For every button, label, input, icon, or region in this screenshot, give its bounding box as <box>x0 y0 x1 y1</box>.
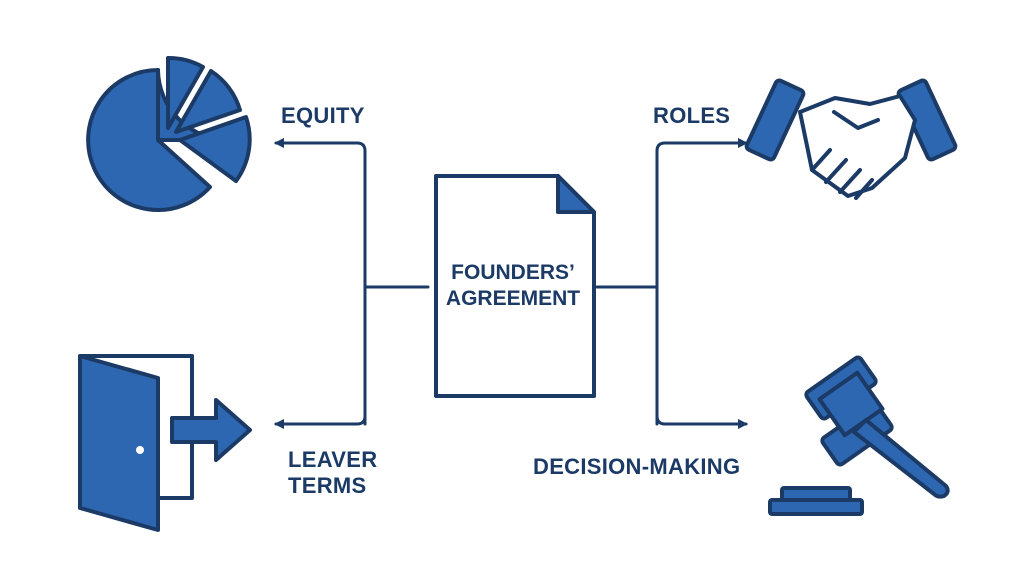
founders-agreement-title: FOUNDERS’ AGREEMENT <box>428 260 598 312</box>
equity-label: EQUITY <box>281 103 365 128</box>
pie-chart-icon <box>86 55 252 212</box>
roles-label: ROLES <box>653 103 731 128</box>
decision-making-label: DECISION-MAKING <box>533 454 741 479</box>
leaver-terms-line2: TERMS <box>288 473 367 498</box>
leaver-terms-line1: LEAVER <box>288 447 378 472</box>
title-line1: FOUNDERS’ <box>451 261 575 284</box>
exit-door-icon <box>78 354 252 532</box>
title-line2: AGREEMENT <box>445 287 581 310</box>
document-icon <box>434 174 596 398</box>
arrow-to-decision-making <box>655 414 748 429</box>
gavel-icon <box>768 355 950 516</box>
leaver-terms-label: LEAVER TERMS <box>288 447 377 499</box>
arrow-to-leaver-terms <box>274 414 367 429</box>
arrow-to-roles <box>655 138 748 153</box>
handshake-icon <box>744 78 958 200</box>
arrow-to-equity <box>274 138 367 153</box>
connector-lines <box>274 138 748 429</box>
